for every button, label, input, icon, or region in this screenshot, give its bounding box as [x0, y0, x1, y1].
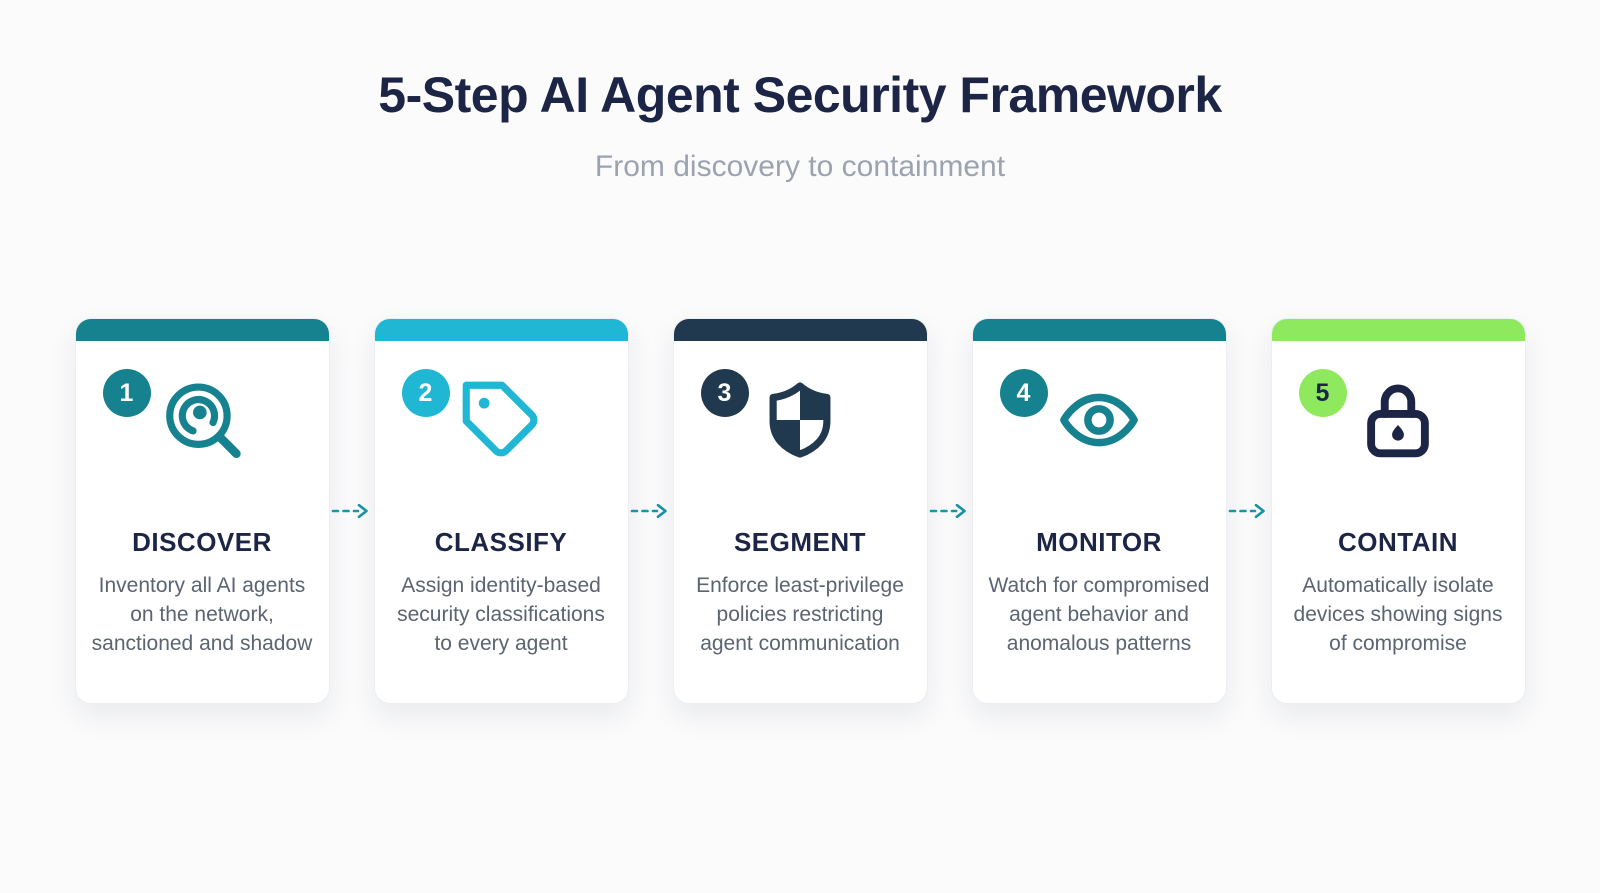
page-subtitle: From discovery to containment: [594, 150, 1006, 183]
step-description: Assign identity-based security classific…: [397, 574, 605, 655]
lock-icon: [1355, 377, 1441, 463]
step-title: CONTAIN: [1337, 527, 1458, 557]
card-accent-bar: [972, 319, 1226, 341]
card-head: 1: [90, 369, 315, 497]
page-title: 5-Step AI Agent Security Framework: [378, 67, 1222, 123]
eye-icon: [1056, 377, 1142, 463]
shield-icon: [757, 377, 843, 463]
step-number-badge: 3: [700, 369, 749, 417]
step-card-classify: 2 CLASSIFY Assign identity-based securit…: [373, 318, 629, 704]
card-body: 2 CLASSIFY Assign identity-based securit…: [375, 341, 628, 658]
framework-flow: 1 DISCOVER Inventory all AI agents on th…: [0, 318, 1600, 704]
flow-arrow: [928, 502, 972, 520]
card-accent-bar: [374, 319, 628, 341]
step-title: MONITOR: [1036, 527, 1162, 557]
card-body: 1 DISCOVER Inventory all AI agents on th…: [76, 341, 329, 658]
card-body: 4 MONITOR Watch for compromised agent be…: [973, 341, 1226, 658]
step-number-badge: 2: [401, 369, 450, 417]
card-head: 2: [389, 369, 614, 497]
magnifier-scan-icon: [159, 377, 245, 463]
step-number-badge: 1: [102, 369, 151, 417]
step-title: SEGMENT: [733, 527, 867, 557]
card-body: 5 CONTAIN Automatically isolate devices …: [1272, 341, 1525, 658]
tag-icon: [458, 377, 544, 463]
step-title: DISCOVER: [132, 527, 272, 557]
step-card-monitor: 4 MONITOR Watch for compromised agent be…: [971, 318, 1227, 704]
card-head: 3: [688, 369, 913, 497]
flow-arrow: [629, 502, 673, 520]
card-body: 3 SEG: [674, 341, 927, 658]
card-head: 5: [1286, 369, 1511, 497]
step-number-badge: 5: [1298, 369, 1347, 417]
card-head: 4: [987, 369, 1212, 497]
step-description: Watch for compromised agent behavior and…: [988, 574, 1210, 655]
step-card-contain: 5 CONTAIN Automatically isolate devices …: [1270, 318, 1526, 704]
step-description: Enforce least-privilege policies restric…: [696, 574, 904, 655]
step-title: CLASSIFY: [434, 527, 568, 557]
step-number-badge: 4: [999, 369, 1048, 417]
header: 5-Step AI Agent Security Framework From …: [0, 0, 1600, 184]
step-card-discover: 1 DISCOVER Inventory all AI agents on th…: [74, 318, 330, 704]
step-description: Inventory all AI agents on the network, …: [91, 574, 313, 655]
step-card-segment: 3 SEG: [672, 318, 928, 704]
flow-arrow: [330, 502, 374, 520]
card-accent-bar: [673, 319, 927, 341]
step-description: Automatically isolate devices showing si…: [1293, 574, 1503, 655]
card-accent-bar: [75, 319, 329, 341]
card-accent-bar: [1271, 319, 1525, 341]
flow-arrow: [1227, 502, 1271, 520]
